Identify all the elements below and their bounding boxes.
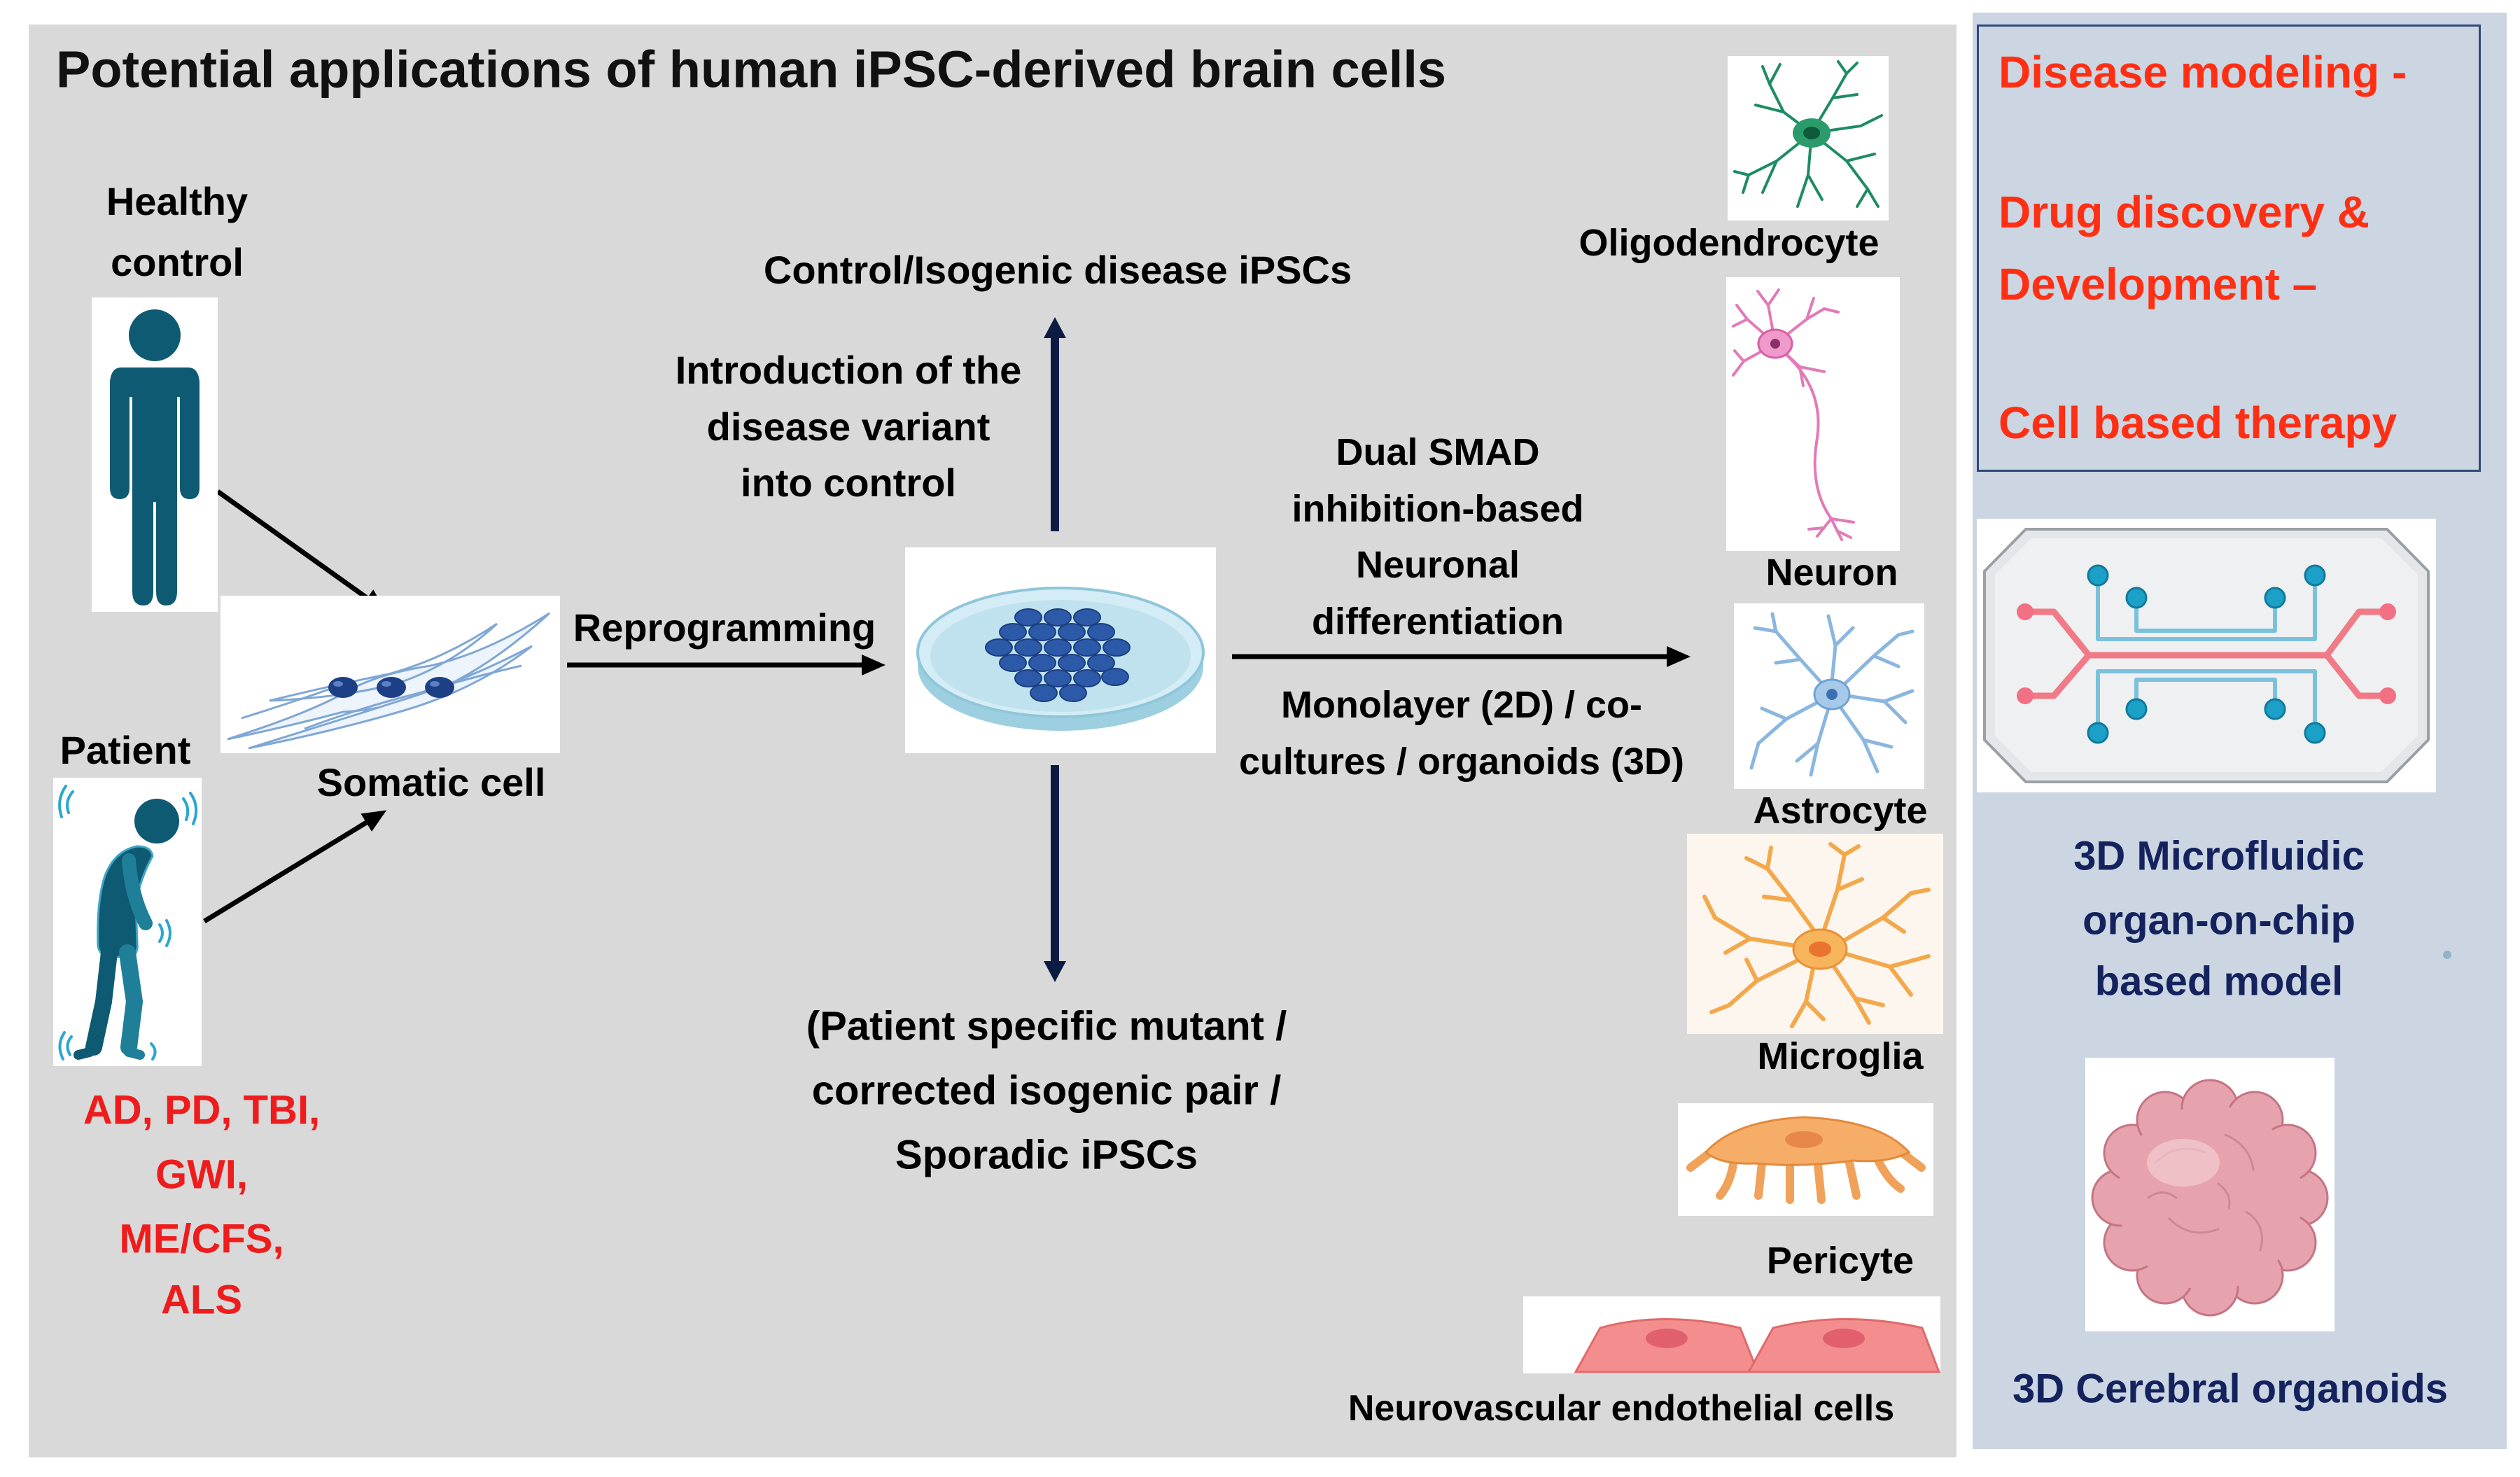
- oligodendrocyte-icon: [1728, 56, 1889, 220]
- petri-dish-graphic: [916, 587, 1205, 731]
- variant-introduction-line: disease variant: [706, 404, 990, 449]
- oligodendrocyte-graphic: [1733, 60, 1883, 208]
- decorative-dot: [2443, 951, 2451, 959]
- differentiation-method-line: inhibition-based: [1292, 487, 1584, 530]
- patient-ipsc-line: (Patient specific mutant /: [806, 1003, 1287, 1049]
- pericyte-icon: [1678, 1103, 1933, 1216]
- disease-list-line: AD, PD, TBI,: [83, 1087, 321, 1133]
- differentiation-method-line: Neuronal: [1355, 543, 1520, 586]
- healthy-person-graphic: [110, 309, 200, 606]
- organ-on-chip-icon: [1977, 519, 2436, 792]
- application-drug-discovery: Drug discovery &: [1998, 187, 2370, 238]
- chip-model-line: organ-on-chip: [2082, 897, 2356, 944]
- microglia-graphic: [1702, 842, 1931, 1028]
- neuron-icon: [1726, 277, 1900, 551]
- chip-graphic: [1983, 528, 2430, 783]
- application-disease-modeling: Disease modeling -: [1998, 47, 2407, 98]
- endothelial-cells-label: Neurovascular endothelial cells: [1348, 1388, 1895, 1429]
- variant-introduction-line: into control: [741, 460, 956, 505]
- pericyte-graphic: [1686, 1116, 1926, 1204]
- healthy-to-somatic-arrow: [216, 489, 387, 612]
- healthy-label: Healthy: [106, 178, 248, 223]
- pericyte-label: Pericyte: [1766, 1239, 1914, 1282]
- microglia-label: Microglia: [1757, 1035, 1924, 1077]
- healthy-person-icon: [92, 298, 218, 612]
- disease-list-line: ALS: [161, 1277, 242, 1323]
- patient-graphic: [58, 785, 198, 1060]
- page-title: Potential applications of human iPSC-der…: [56, 40, 1447, 99]
- disease-list-line: ME/CFS,: [119, 1216, 284, 1262]
- isogenic-ipsc-label: Control/Isogenic disease iPSCs: [763, 247, 1352, 292]
- somatic-cell-icon: [220, 596, 560, 753]
- patient-ipsc-line: Sporadic iPSCs: [895, 1132, 1198, 1178]
- oligodendrocyte-label: Oligodendrocyte: [1578, 221, 1879, 264]
- differentiation-method-line: differentiation: [1312, 600, 1564, 643]
- cerebral-organoid-icon: [2085, 1058, 2334, 1331]
- applications-box: [1977, 24, 2481, 472]
- astrocyte-label: Astrocyte: [1753, 789, 1928, 832]
- disease-list-line: GWI,: [155, 1152, 248, 1198]
- chip-model-line: 3D Microfluidic: [2073, 833, 2365, 879]
- variant-introduction-line: Introduction of the: [675, 347, 1022, 392]
- organoid-graphic: [2091, 1079, 2329, 1317]
- reprogramming-label: Reprogramming: [573, 605, 876, 650]
- astrocyte-graphic: [1749, 612, 1914, 777]
- patient-ipsc-line: corrected isogenic pair /: [811, 1068, 1282, 1114]
- cerebral-organoid-label: 3D Cerebral organoids: [2012, 1366, 2449, 1412]
- application-cell-therapy: Cell based therapy: [1998, 398, 2398, 449]
- endothelial-graphic: [1574, 1318, 1940, 1373]
- patient-to-somatic-arrow: [203, 810, 387, 923]
- culture-format-line: Monolayer (2D) / co-: [1280, 683, 1643, 726]
- neuron-label: Neuron: [1765, 551, 1898, 594]
- chip-model-line: based model: [2094, 958, 2344, 1004]
- differentiation-method-line: Dual SMAD: [1336, 430, 1540, 473]
- ipsc-petri-dish-icon: [905, 547, 1216, 753]
- patient-icon: [53, 778, 202, 1066]
- fibroblast-graphic: [227, 612, 551, 750]
- patient-label: Patient: [59, 727, 191, 772]
- application-development: Development –: [1998, 259, 2318, 310]
- neuron-graphic: [1732, 288, 1855, 541]
- astrocyte-icon: [1734, 603, 1924, 789]
- somatic-cell-label: Somatic cell: [316, 760, 546, 804]
- microglia-icon: [1687, 834, 1943, 1034]
- control-label: control: [111, 239, 244, 284]
- endothelial-cells-icon: [1523, 1296, 1940, 1373]
- culture-format-line: cultures / organoids (3D): [1238, 740, 1685, 783]
